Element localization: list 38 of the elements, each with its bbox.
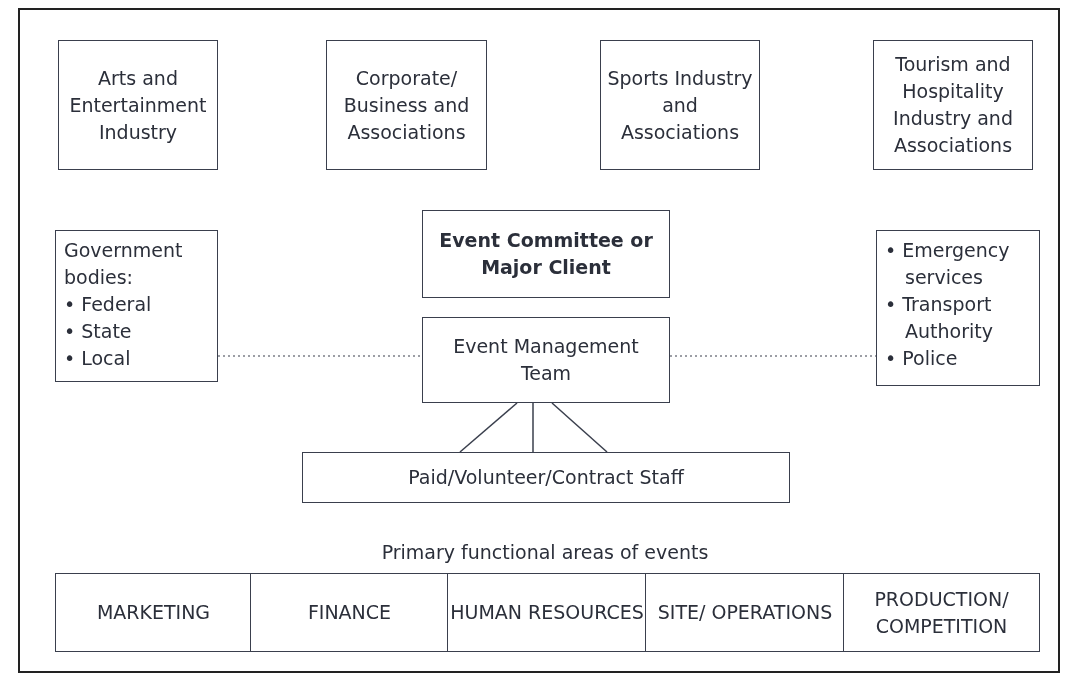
functional-area-box <box>447 573 647 652</box>
box-label: Sports Industry and Associations <box>607 65 753 145</box>
box-label: Event Committee or Major Client <box>438 228 654 280</box>
box-label: Corporate/ Business and Associations <box>342 65 471 145</box>
org-box <box>876 230 1040 386</box>
box-label: MARKETING <box>96 600 211 625</box>
functional-area-box <box>843 573 1040 652</box>
org-box <box>326 40 487 170</box>
connector-line <box>551 402 608 453</box>
bullet-item: • Transport Authority <box>885 292 994 344</box>
bullet-item: • Emergency services <box>885 238 1011 290</box>
bullet-item: • State <box>64 319 133 344</box>
box-label: FINANCE <box>307 600 392 625</box>
box-label: Government bodies: <box>64 238 184 290</box>
org-box <box>873 40 1033 170</box>
connector-line <box>532 402 534 453</box>
org-box <box>600 40 760 170</box>
box-label: Paid/Volunteer/Contract Staff <box>408 465 684 490</box>
bullet-item: • Local <box>64 346 132 371</box>
org-box <box>55 230 218 382</box>
box-label: Arts and Entertainment Industry <box>68 65 208 145</box>
functional-area-box <box>645 573 845 652</box>
org-box <box>422 210 670 298</box>
org-box <box>302 452 790 503</box>
box-label: SITE/ OPERATIONS <box>657 600 833 625</box>
section-heading: Primary functional areas of events <box>381 541 709 563</box>
org-box <box>58 40 218 170</box>
bullet-item: • Police <box>885 346 959 371</box>
box-label: PRODUCTION/ COMPETITION <box>873 586 1010 639</box>
box-label: HUMAN RESOURCES <box>450 600 644 625</box>
connector-line <box>459 402 518 453</box>
functional-area-box <box>55 573 252 652</box>
functional-area-box <box>250 573 449 652</box>
dotted-line <box>217 355 423 357</box>
box-label: Tourism and Hospitality Industry and Associations <box>892 52 1014 158</box>
bullet-item: • Federal <box>64 292 153 317</box>
box-label: Event Management Team <box>452 334 640 386</box>
org-box <box>422 317 670 403</box>
